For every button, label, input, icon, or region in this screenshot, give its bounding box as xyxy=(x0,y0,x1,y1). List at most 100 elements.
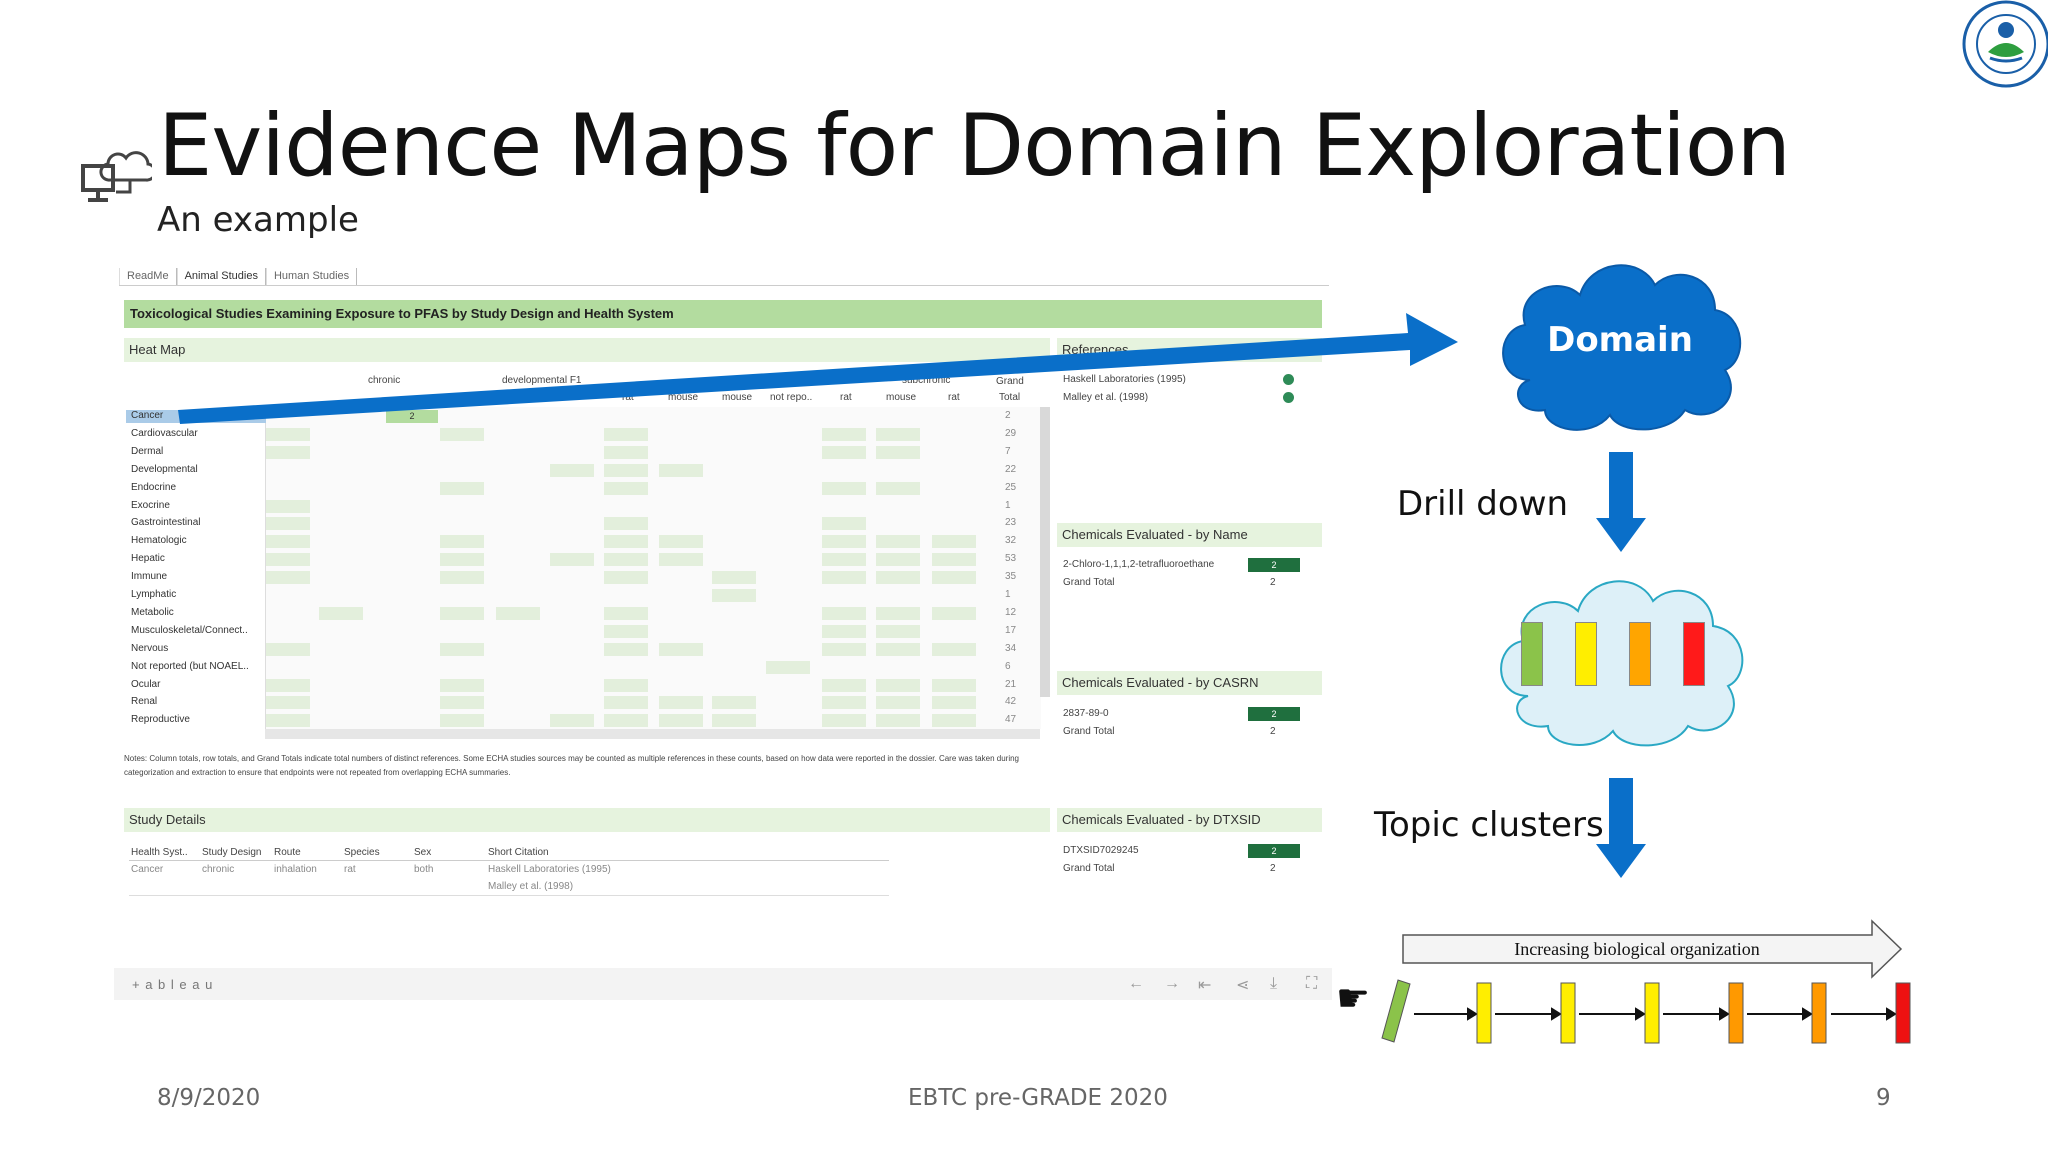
health-system-row-label[interactable]: Immune xyxy=(131,571,168,583)
grand-total-cell[interactable]: 25 xyxy=(1005,481,1017,493)
heatmap-cell[interactable] xyxy=(604,571,648,585)
heatmap-cell[interactable] xyxy=(440,642,484,656)
reference-item[interactable]: Malley et al. (1998) xyxy=(1063,392,1149,403)
heatmap-cell[interactable] xyxy=(266,642,310,656)
heatmap-cell[interactable] xyxy=(440,535,484,549)
heatmap-cell[interactable] xyxy=(604,714,648,728)
undo-icon[interactable]: ← xyxy=(1128,975,1144,992)
heatmap-cell[interactable] xyxy=(266,517,310,531)
grand-total-cell[interactable]: 22 xyxy=(1005,463,1017,475)
heatmap-cell[interactable] xyxy=(604,445,648,459)
health-system-row-label[interactable]: Exocrine xyxy=(131,499,170,511)
heatmap-cell[interactable] xyxy=(712,714,756,728)
heatmap-cell[interactable] xyxy=(604,678,648,692)
health-system-row-label[interactable]: Developmental xyxy=(131,463,198,475)
heatmap-cell[interactable] xyxy=(876,553,920,567)
fullscreen-icon[interactable]: ⛶ xyxy=(1306,975,1318,992)
study-detail-cell[interactable]: Haskell Laboratories (1995) xyxy=(488,864,611,875)
health-system-row-label[interactable]: Ocular xyxy=(131,678,161,690)
heatmap-cell[interactable] xyxy=(604,517,648,531)
health-system-row-label[interactable]: Musculoskeletal/Connect.. xyxy=(131,624,248,636)
heatmap-cell[interactable] xyxy=(659,696,703,710)
heatmap-cell[interactable] xyxy=(659,463,703,477)
heatmap-cell[interactable] xyxy=(604,553,648,567)
heatmap-cell[interactable] xyxy=(440,571,484,585)
study-detail-cell[interactable]: Cancer xyxy=(131,864,164,875)
heatmap-cell[interactable] xyxy=(440,553,484,567)
heatmap-cell[interactable] xyxy=(550,714,594,728)
tab-readme[interactable]: ReadMe xyxy=(119,268,177,285)
heatmap-cell[interactable] xyxy=(932,553,976,567)
heatmap-cell[interactable] xyxy=(822,427,866,441)
heatmap-cell[interactable] xyxy=(932,696,976,710)
health-system-row-label[interactable]: Hematologic xyxy=(131,535,187,547)
health-system-row-label[interactable]: Hepatic xyxy=(131,553,165,565)
heatmap-cell[interactable] xyxy=(876,714,920,728)
heatmap-cell[interactable] xyxy=(604,535,648,549)
heatmap-cell[interactable] xyxy=(440,606,484,620)
grand-total-cell[interactable]: 7 xyxy=(1005,445,1011,457)
heatmap-cell[interactable] xyxy=(496,606,540,620)
tab-animal-studies[interactable]: Animal Studies xyxy=(176,268,266,285)
chem-casrn-count[interactable]: 2 xyxy=(1248,707,1300,721)
heatmap-cell[interactable] xyxy=(266,499,310,513)
heatmap-cell[interactable] xyxy=(604,606,648,620)
link-icon[interactable] xyxy=(1283,374,1294,385)
share-icon[interactable]: ⋖ xyxy=(1236,977,1250,994)
grand-total-cell[interactable]: 2 xyxy=(1005,410,1011,421)
heatmap-cell[interactable] xyxy=(659,553,703,567)
grand-total-cell[interactable]: 23 xyxy=(1005,517,1017,529)
heatmap-cell[interactable] xyxy=(876,696,920,710)
study-detail-cell[interactable]: inhalation xyxy=(274,864,317,875)
heatmap-cell[interactable] xyxy=(712,571,756,585)
grand-total-cell[interactable]: 21 xyxy=(1005,678,1017,690)
heatmap-cell[interactable] xyxy=(266,535,310,549)
study-detail-cell[interactable]: both xyxy=(414,864,434,875)
heatmap-cell[interactable] xyxy=(822,517,866,531)
heatmap-cell[interactable] xyxy=(440,678,484,692)
heatmap-cell[interactable] xyxy=(822,624,866,638)
heatmap-cell[interactable] xyxy=(876,624,920,638)
heatmap-cell[interactable] xyxy=(822,714,866,728)
health-system-row-label[interactable]: Lymphatic xyxy=(131,589,177,600)
health-system-row-label[interactable]: Reproductive xyxy=(131,714,190,726)
heatmap-cell[interactable] xyxy=(266,678,310,692)
study-detail-cell[interactable]: chronic xyxy=(202,864,235,875)
grand-total-cell[interactable]: 42 xyxy=(1005,696,1017,708)
heatmap-cell[interactable] xyxy=(932,714,976,728)
tab-human-studies[interactable]: Human Studies xyxy=(265,268,358,285)
grand-total-cell[interactable]: 32 xyxy=(1005,535,1017,547)
chem-name-count[interactable]: 2 xyxy=(1248,558,1300,572)
heatmap-cell[interactable] xyxy=(932,642,976,656)
heatmap-vertical-scrollbar[interactable] xyxy=(1040,407,1050,697)
grand-total-cell[interactable]: 1 xyxy=(1005,589,1011,600)
heatmap-cell[interactable] xyxy=(266,696,310,710)
heatmap-cell[interactable] xyxy=(604,624,648,638)
heatmap-cell[interactable] xyxy=(319,606,363,620)
health-system-row-label[interactable]: Cardiovascular xyxy=(131,427,198,439)
heatmap-cell[interactable] xyxy=(876,678,920,692)
heatmap-cell[interactable] xyxy=(822,535,866,549)
tableau-logo[interactable]: + a b l e a u xyxy=(132,977,214,992)
heatmap-cell[interactable] xyxy=(440,481,484,495)
heatmap-cell[interactable] xyxy=(876,427,920,441)
heatmap-cell[interactable] xyxy=(876,445,920,459)
heatmap-cell[interactable] xyxy=(659,535,703,549)
heatmap-cell[interactable] xyxy=(604,463,648,477)
heatmap-cell[interactable] xyxy=(550,553,594,567)
revert-icon[interactable]: ⇤ xyxy=(1198,977,1212,994)
heatmap-cell[interactable] xyxy=(822,553,866,567)
heatmap-horizontal-scrollbar[interactable] xyxy=(265,729,1040,739)
study-citation-2[interactable]: Malley et al. (1998) xyxy=(488,881,574,892)
health-system-row-label[interactable]: Dermal xyxy=(131,445,164,457)
heatmap-cell[interactable] xyxy=(440,696,484,710)
heatmap-cell[interactable] xyxy=(659,714,703,728)
download-icon[interactable]: ⤓ xyxy=(1270,975,1278,992)
grand-total-cell[interactable]: 29 xyxy=(1005,427,1017,439)
study-detail-cell[interactable]: rat xyxy=(344,864,356,875)
heatmap-cell[interactable] xyxy=(266,714,310,728)
heatmap-cell[interactable] xyxy=(550,463,594,477)
heatmap-cell[interactable] xyxy=(932,678,976,692)
heatmap-cell[interactable] xyxy=(766,660,810,674)
heatmap-cell[interactable] xyxy=(822,678,866,692)
